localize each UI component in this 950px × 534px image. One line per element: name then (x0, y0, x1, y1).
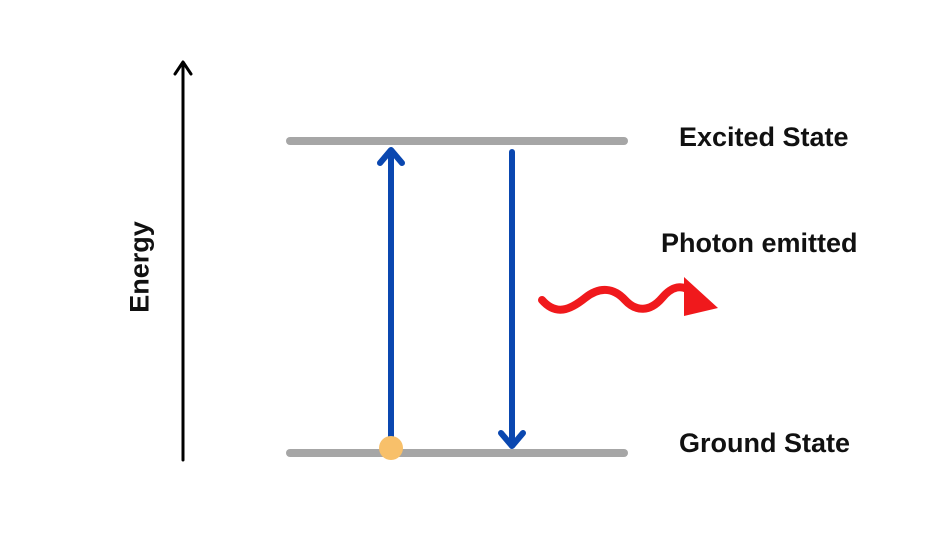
photon-wave-icon (538, 277, 718, 316)
energy-axis (173, 60, 193, 462)
photon-emitted-label: Photon emitted (661, 228, 858, 258)
emission-arrow (498, 149, 526, 449)
excitation-arrow (377, 147, 405, 451)
electron (379, 436, 403, 460)
energy-axis-label: Energy (124, 221, 155, 313)
ground-state-label: Ground State (679, 428, 851, 458)
excited-state-label: Excited State (679, 122, 849, 152)
